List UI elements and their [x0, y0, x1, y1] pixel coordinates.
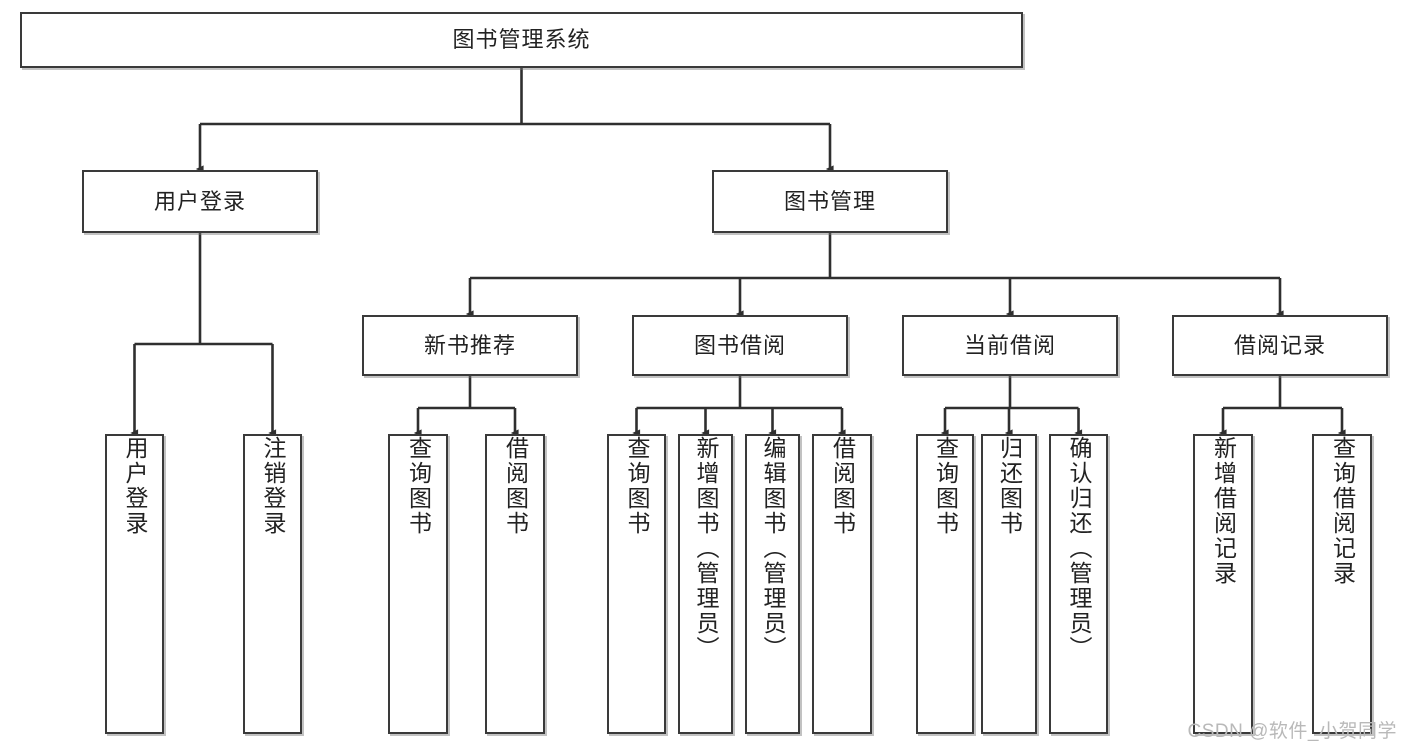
node-l-edit[interactable]: 编辑图书（管理员）	[745, 434, 800, 734]
node-newbook[interactable]: 新书推荐	[362, 315, 578, 376]
node-label: 用户登录	[122, 436, 148, 536]
node-label: 借阅图书	[502, 436, 529, 536]
node-bookmgmt[interactable]: 图书管理	[712, 170, 948, 233]
node-l-return[interactable]: 归还图书	[981, 434, 1037, 734]
node-l-addrec[interactable]: 新增借阅记录	[1193, 434, 1253, 734]
node-l-add[interactable]: 新增图书（管理员）	[678, 434, 733, 734]
node-l-query1[interactable]: 查询图书	[388, 434, 448, 734]
node-label: 当前借阅	[963, 332, 1056, 358]
node-current[interactable]: 当前借阅	[902, 315, 1118, 376]
node-l-logout[interactable]: 注销登录	[243, 434, 302, 734]
node-label: 图书管理	[783, 188, 876, 214]
node-label: 编辑图书（管理员）	[760, 436, 786, 661]
node-login[interactable]: 用户登录	[82, 170, 318, 233]
node-label: 新增图书（管理员）	[693, 436, 719, 661]
node-label: 查询图书	[624, 436, 650, 536]
watermark-label: CSDN @软件_小贺同学	[1187, 721, 1397, 742]
node-l-borrow1[interactable]: 借阅图书	[485, 434, 545, 734]
node-root[interactable]: 图书管理系统	[20, 12, 1023, 68]
node-l-confirm[interactable]: 确认归还（管理员）	[1049, 434, 1108, 734]
node-label: 图书管理系统	[452, 27, 591, 53]
node-records[interactable]: 借阅记录	[1172, 315, 1388, 376]
node-borrow[interactable]: 图书借阅	[632, 315, 848, 376]
node-l-borrow2[interactable]: 借阅图书	[812, 434, 872, 734]
node-label: 查询图书	[932, 436, 959, 536]
node-label: 用户登录	[153, 188, 246, 214]
node-l-login[interactable]: 用户登录	[105, 434, 164, 734]
node-label: 新增借阅记录	[1210, 436, 1237, 586]
node-label: 图书借阅	[693, 332, 786, 358]
node-label: 借阅图书	[829, 436, 856, 536]
node-label: 查询借阅记录	[1329, 436, 1356, 586]
node-label: 借阅记录	[1233, 332, 1326, 358]
node-label: 注销登录	[260, 436, 286, 536]
node-l-queryrec[interactable]: 查询借阅记录	[1312, 434, 1372, 734]
node-label: 归还图书	[996, 436, 1023, 536]
node-label: 查询图书	[405, 436, 432, 536]
node-label: 确认归还（管理员）	[1066, 436, 1092, 661]
node-label: 新书推荐	[423, 332, 516, 358]
node-l-query2[interactable]: 查询图书	[607, 434, 666, 734]
node-l-query3[interactable]: 查询图书	[916, 434, 974, 734]
